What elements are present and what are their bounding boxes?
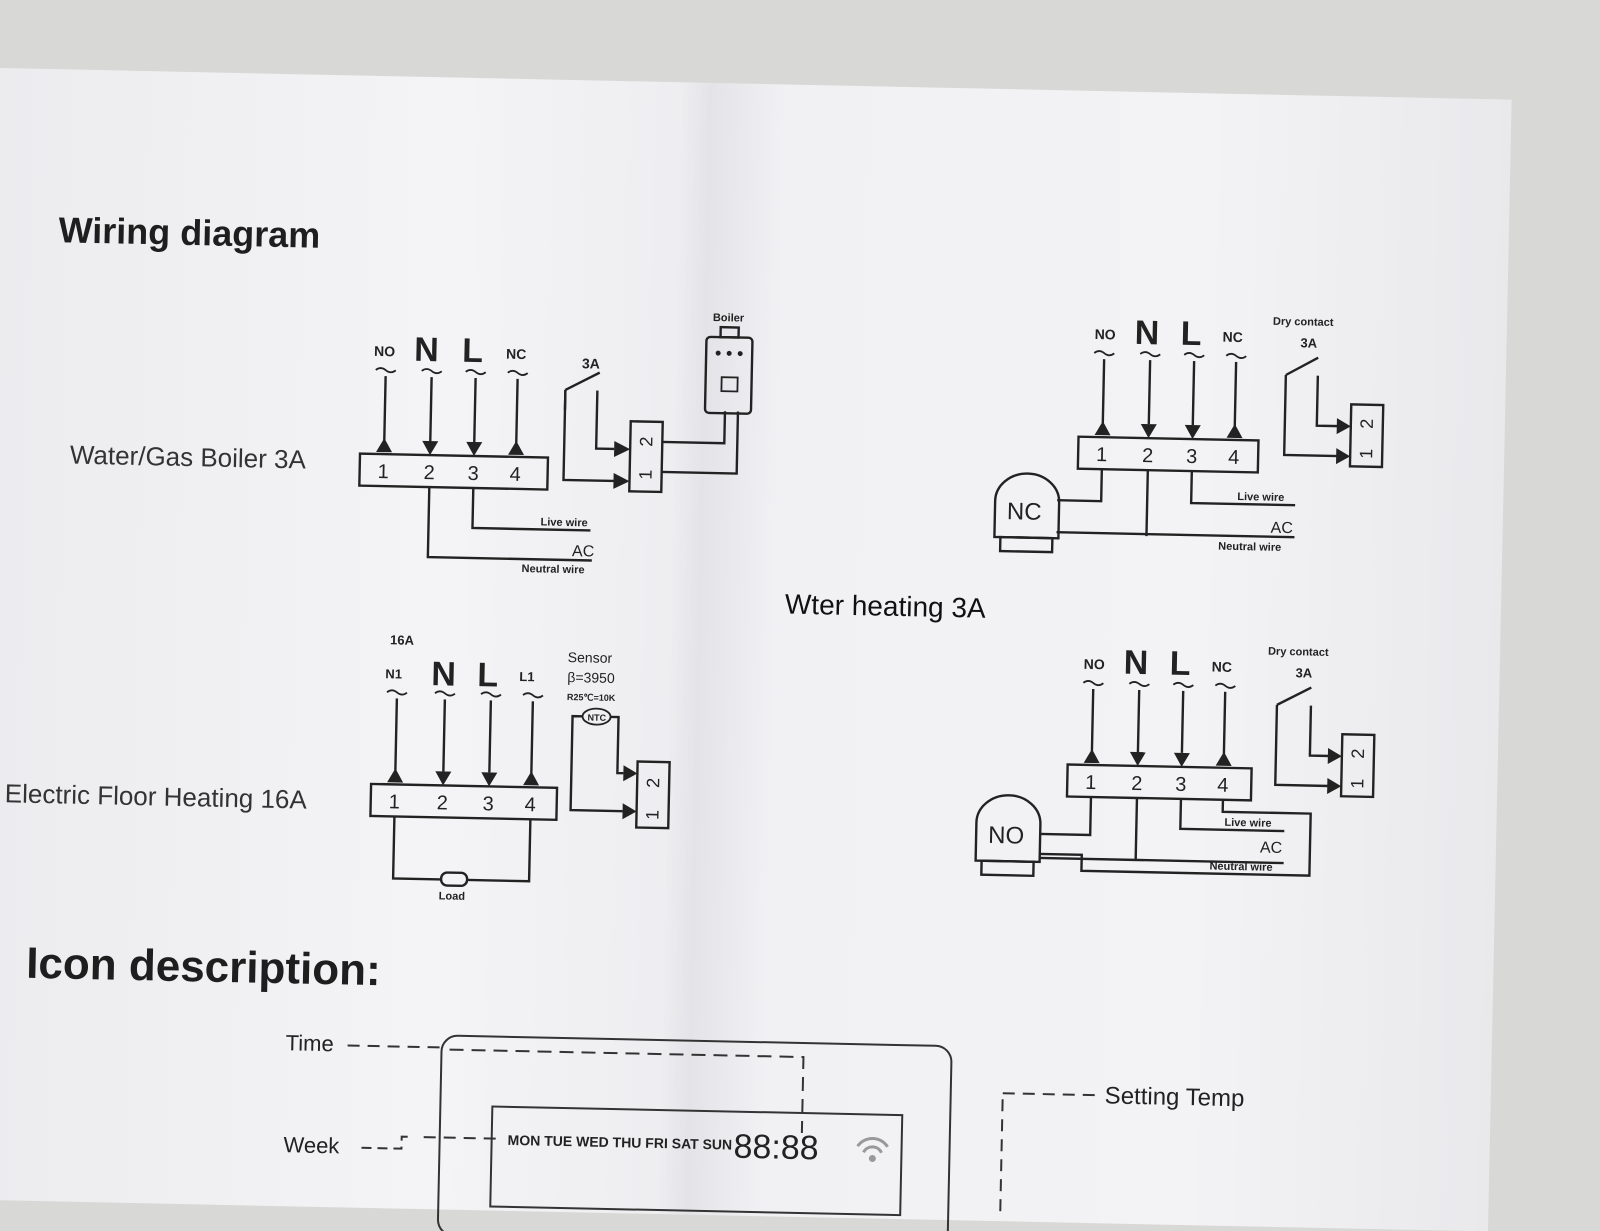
- no-valve-icon: [974, 794, 1042, 878]
- floor-heating-diagram: 16A N1 N L L1 1 2 3 4 Load Sensor β=3950…: [369, 632, 671, 903]
- terminal-label: L: [1169, 645, 1191, 683]
- load-label: Load: [439, 890, 466, 903]
- week-days-display: MON TUE WED THU FRI SAT SUN: [507, 1132, 732, 1153]
- thermostat-outline: [436, 1034, 953, 1231]
- sensor-label: Sensor: [568, 649, 613, 666]
- floor-heating-title: Electric Floor Heating 16A: [4, 778, 308, 815]
- terminal-label: L1: [519, 669, 534, 684]
- water-gas-boiler-title: Water/Gas Boiler 3A: [69, 439, 307, 475]
- ntc-label: NTC: [587, 712, 606, 722]
- terminal-number: 3: [467, 463, 479, 485]
- relay-number: 2: [1357, 418, 1377, 428]
- terminal-number: 3: [482, 793, 494, 815]
- lcd-screen: [489, 1105, 904, 1217]
- terminal-label: L: [462, 332, 484, 370]
- terminal-number: 4: [1217, 775, 1229, 797]
- ac-label: AC: [1260, 840, 1283, 857]
- neutral-wire-label: Neutral wire: [521, 563, 584, 576]
- time-label: Time: [285, 1030, 334, 1056]
- terminal-number: 2: [1142, 445, 1154, 467]
- terminal-label: NC: [1212, 659, 1233, 675]
- relay-rating-label: 3A: [582, 355, 600, 371]
- terminal-number: 4: [509, 464, 521, 486]
- terminal-label: NO: [374, 343, 395, 359]
- terminal-number: 2: [423, 462, 435, 484]
- neutral-wire-label: Neutral wire: [1218, 541, 1281, 554]
- terminal-number: 1: [1085, 772, 1097, 794]
- relay-number: 2: [636, 436, 656, 446]
- nc-valve-icon: [993, 472, 1061, 554]
- boiler-label: Boiler: [713, 312, 745, 325]
- relay-number: 1: [1347, 778, 1367, 788]
- live-wire-label: Live wire: [540, 516, 587, 529]
- water-heating-title: Wter heating 3A: [784, 588, 987, 624]
- terminal-label: NO: [1084, 656, 1105, 672]
- boiler-icon: [703, 325, 754, 415]
- terminal-label: N: [1123, 644, 1148, 683]
- terminal-label: L: [1180, 315, 1202, 353]
- terminal-number: 4: [524, 794, 536, 816]
- dry-contact-label: Dry contact: [1268, 646, 1329, 659]
- terminal-number: 3: [1175, 774, 1187, 796]
- load-icon: [439, 871, 469, 888]
- relay-number: 2: [643, 778, 663, 788]
- terminal-number: 4: [1228, 447, 1240, 469]
- terminal-label: N: [1134, 314, 1159, 353]
- ac-label: AC: [1270, 520, 1293, 537]
- relay-number: 1: [636, 469, 656, 479]
- dry-contact-label: Dry contact: [1273, 316, 1334, 329]
- terminal-number: 1: [388, 791, 400, 813]
- rating-label: 16A: [390, 632, 415, 648]
- setting-temp-label: Setting Temp: [1104, 1082, 1244, 1112]
- terminal-number: 2: [436, 792, 448, 814]
- terminal-number: 3: [1186, 446, 1198, 468]
- terminal-label: L: [477, 656, 499, 694]
- icon-description-diagram: Time Week MON TUE WED THU FRI SAT SUN 88…: [283, 1030, 1245, 1231]
- live-wire-label: Live wire: [1224, 817, 1271, 830]
- relay-rating-label: 3A: [1295, 665, 1313, 680]
- terminal-label: NC: [1222, 329, 1243, 345]
- relay-number: 1: [642, 810, 662, 820]
- terminal-label: N: [431, 655, 456, 694]
- water-heating-no-diagram: NO N L NC 1 2 3 4 Live wire AC Neutral: [974, 644, 1376, 878]
- terminal-label: NC: [506, 346, 527, 362]
- water-heating-nc-diagram: NO N L NC 1 2 3 4 Live wire AC Neutral w…: [993, 314, 1385, 554]
- ac-label: AC: [572, 543, 595, 560]
- terminal-number: 1: [377, 461, 389, 483]
- wiring-diagram-heading: Wiring diagram: [58, 209, 321, 256]
- relay-number: 2: [1348, 748, 1368, 758]
- sensor-r25-label: R25℃=10K: [567, 692, 616, 703]
- terminal-label: N: [414, 331, 439, 370]
- terminal-label: N1: [385, 666, 402, 681]
- water-gas-boiler-diagram: NO N L NC 1 2 3 4 Live wire AC Neutral w…: [358, 312, 754, 576]
- terminal-number: 2: [1131, 773, 1143, 795]
- terminal-label: NO: [1095, 326, 1116, 342]
- document-page: Wiring diagram Icon description: Water/G…: [0, 68, 1512, 1231]
- sensor-beta-label: β=3950: [567, 669, 615, 686]
- valve-nc-label: NC: [1007, 498, 1042, 526]
- wifi-icon: [856, 1137, 889, 1163]
- icon-description-heading: Icon description:: [25, 938, 382, 996]
- relay-number: 1: [1356, 448, 1376, 458]
- live-wire-label: Live wire: [1237, 491, 1284, 504]
- relay-rating-label: 3A: [1300, 335, 1318, 350]
- week-label: Week: [283, 1132, 340, 1158]
- terminal-number: 1: [1096, 444, 1108, 466]
- time-digits-display: 88:88: [733, 1128, 819, 1168]
- valve-no-label: NO: [988, 822, 1025, 850]
- neutral-wire-label: Neutral wire: [1209, 861, 1272, 874]
